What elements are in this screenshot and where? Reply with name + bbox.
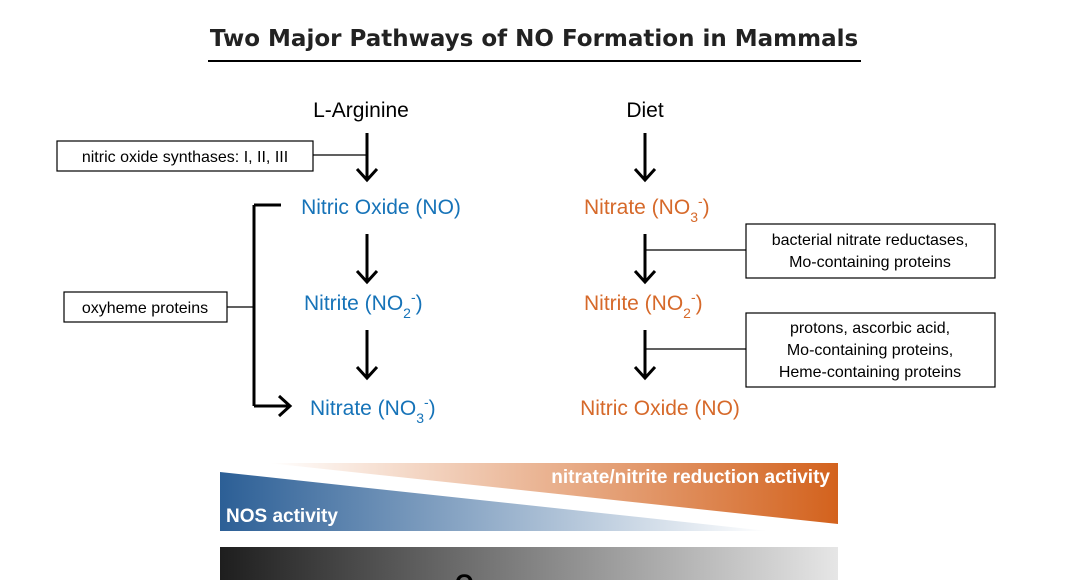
proton-line-2: Mo-containing proteins, [787, 342, 953, 359]
nos-activity-wedge [220, 472, 768, 531]
proton-line-3: Heme-containing proteins [779, 364, 961, 381]
left-nitrate: Nitrate (NO3-) [310, 394, 436, 426]
right-nitrite: Nitrite (NO2-) [584, 289, 703, 321]
nos-activity-label: NOS activity [226, 506, 338, 527]
l-arginine-label: L-Arginine [313, 99, 409, 122]
reductase-line-2: Mo-containing proteins [789, 254, 951, 271]
left-nitrite: Nitrite (NO2-) [304, 289, 423, 321]
reductase-line-1: bacterial nitrate reductases, [772, 232, 969, 249]
bottom-bar-label: O [455, 570, 474, 580]
arrow-down-icon [355, 234, 379, 285]
diet-label: Diet [626, 99, 664, 122]
left-nitric-oxide: Nitric Oxide (NO) [301, 196, 461, 219]
reductase-box [745, 223, 996, 279]
oxyheme-label: oxyheme proteins [82, 300, 208, 317]
proton-line-1: protons, ascorbic acid, [790, 320, 950, 337]
diagram-title: Two Major Pathways of NO Formation in Ma… [210, 26, 858, 52]
right-nitric-oxide: Nitric Oxide (NO) [580, 397, 740, 420]
arrow-down-icon [355, 133, 379, 183]
oxyheme-bracket [252, 203, 293, 418]
right-nitrate: Nitrate (NO3-) [584, 193, 710, 225]
oxyheme-box [63, 291, 228, 323]
nos-enzyme-box [56, 140, 314, 172]
arrow-down-icon [633, 330, 657, 381]
bottom-gradient-bar [220, 547, 838, 580]
arrow-down-icon [633, 133, 657, 183]
reduction-activity-label: nitrate/nitrite reduction activity [551, 467, 830, 488]
arrow-down-icon [633, 234, 657, 285]
arrow-down-icon [355, 330, 379, 381]
reduction-activity-wedge [268, 463, 838, 524]
nos-enzyme-label: nitric oxide synthases: I, II, III [82, 149, 288, 166]
proton-box [745, 312, 996, 388]
